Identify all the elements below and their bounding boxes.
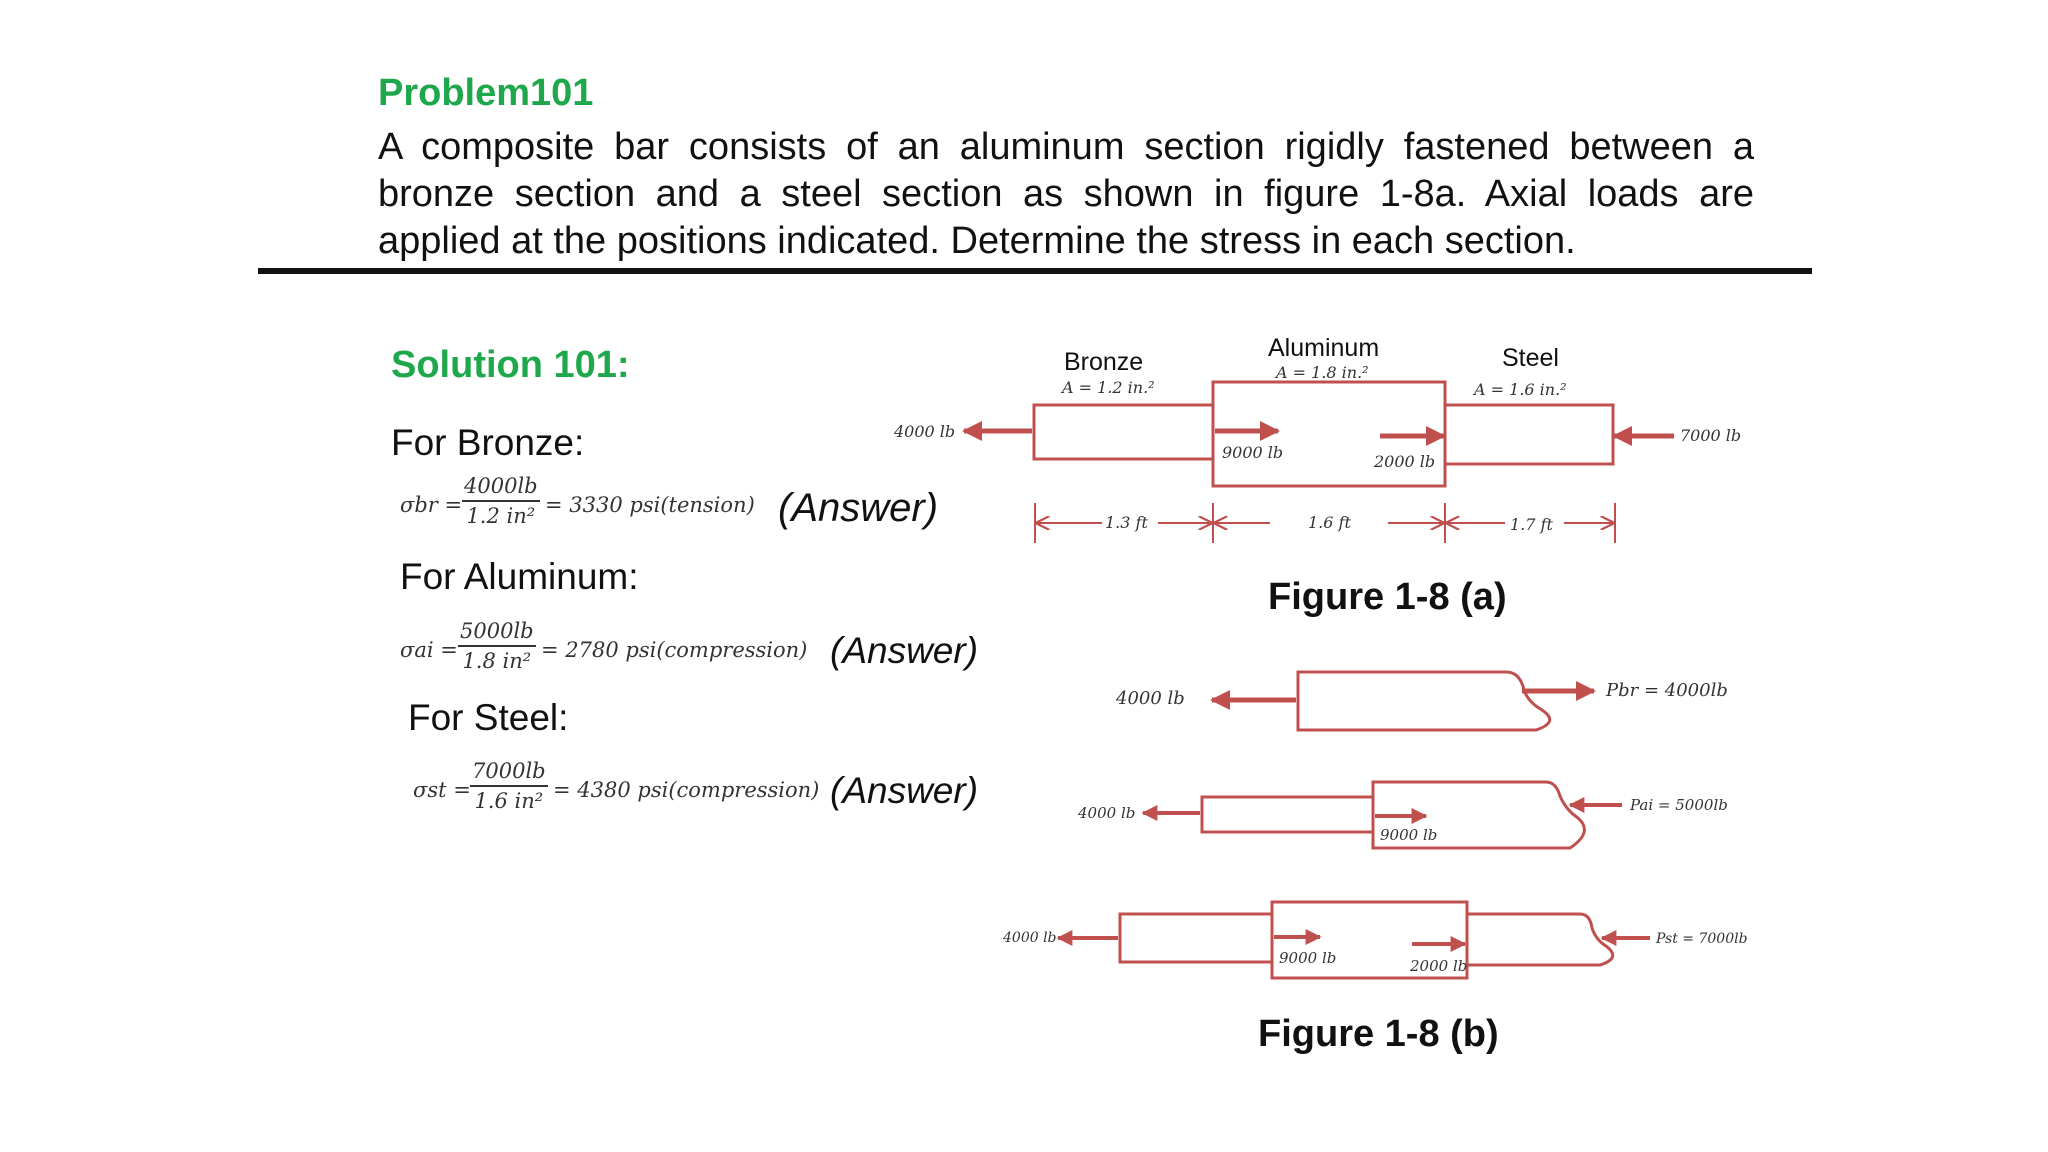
figure-b-aluminum-fbd: 4000 lb 9000 lb Pai = 5000lb [1077, 780, 1728, 850]
fb3-bronze-part [1118, 912, 1274, 964]
fb2-9000: 9000 lb [1380, 826, 1437, 844]
aluminum-denominator: 1.8 in² [462, 649, 532, 673]
bronze-answer: (Answer) [778, 486, 939, 530]
aluminum-numerator: 5000lb [458, 619, 536, 647]
aluminum-result: = 2780 psi(compression) [541, 638, 808, 662]
fa-steel-label: Steel [1502, 344, 1559, 372]
steel-fraction: 7000lb 1.6 in² [470, 759, 548, 813]
bronze-numerator: 4000lb [462, 474, 540, 502]
fa-steel-area: A = 1.6 in.² [1472, 380, 1567, 399]
fa-len-steel: 1.7 ft [1510, 515, 1553, 534]
fb2-left: 4000 lb [1077, 804, 1135, 822]
aluminum-fraction: 5000lb 1.8 in² [458, 619, 536, 673]
fb1-right: Pbr = 4000lb [1605, 680, 1728, 701]
fa-aluminum-label: Aluminum [1268, 334, 1379, 362]
steel-numerator: 7000lb [470, 759, 548, 787]
fa-bronze-section [1032, 403, 1215, 461]
fa-aluminum-area: A = 1.8 in.² [1274, 363, 1369, 382]
steel-answer: (Answer) [830, 770, 979, 811]
fb3-2000: 2000 lb [1409, 957, 1467, 975]
fb3-left: 4000 lb [1002, 930, 1057, 946]
divider [258, 268, 1812, 274]
figure-b-steel-fbd: 4000 lb 9000 lb 2000 lb Pst = 7000lb [1002, 900, 1748, 980]
fb1-bar [1296, 670, 1552, 732]
fa-load-left: 4000 lb [893, 422, 955, 441]
bronze-result: = 3330 psi(tension) [545, 493, 755, 517]
fa-bronze-area: A = 1.2 in.² [1060, 378, 1155, 397]
fb3-9000: 9000 lb [1279, 949, 1336, 967]
steel-symbol: σst = [413, 778, 471, 802]
steel-heading: For Steel: [408, 697, 569, 738]
fa-load-2000: 2000 lb [1373, 452, 1435, 471]
bronze-symbol: σbr = [400, 493, 463, 517]
figure-b-caption: Figure 1-8 (b) [1258, 1013, 1499, 1055]
aluminum-symbol: σai = [400, 638, 458, 662]
steel-result: = 4380 psi(compression) [553, 778, 820, 802]
fb2-bronze-part [1200, 795, 1375, 834]
fa-dimension-lines [1034, 503, 1616, 543]
fa-bronze-label: Bronze [1064, 348, 1143, 376]
bronze-fraction: 4000lb 1.2 in² [462, 474, 540, 528]
fa-len-aluminum: 1.6 ft [1308, 513, 1351, 532]
figure-a-caption: Figure 1-8 (a) [1268, 576, 1507, 618]
fb3-right: Pst = 7000lb [1655, 931, 1748, 947]
problem-statement: A composite bar consists of an aluminum … [378, 126, 1754, 262]
fb2-right: Pai = 5000lb [1629, 796, 1728, 814]
figure-b-bronze-fbd: 4000 lb Pbr = 4000lb [1115, 670, 1728, 732]
aluminum-heading: For Aluminum: [400, 556, 639, 597]
bronze-denominator: 1.2 in² [466, 504, 536, 528]
fb3-aluminum-part [1270, 900, 1469, 980]
aluminum-answer: (Answer) [830, 630, 979, 671]
bronze-heading: For Bronze: [391, 422, 585, 463]
fa-steel-section [1443, 403, 1615, 466]
fb3-steel-part [1467, 912, 1615, 967]
fa-load-right: 7000 lb [1680, 426, 1741, 445]
problem-title: Problem101 [378, 72, 594, 114]
steel-denominator: 1.6 in² [474, 789, 544, 813]
fb1-left: 4000 lb [1115, 688, 1185, 709]
figure-a: Bronze A = 1.2 in.² Aluminum A = 1.8 in.… [893, 334, 1741, 543]
fa-load-9000: 9000 lb [1222, 443, 1283, 462]
solution-title: Solution 101: [391, 344, 630, 386]
fa-len-bronze: 1.3 ft [1105, 513, 1148, 532]
